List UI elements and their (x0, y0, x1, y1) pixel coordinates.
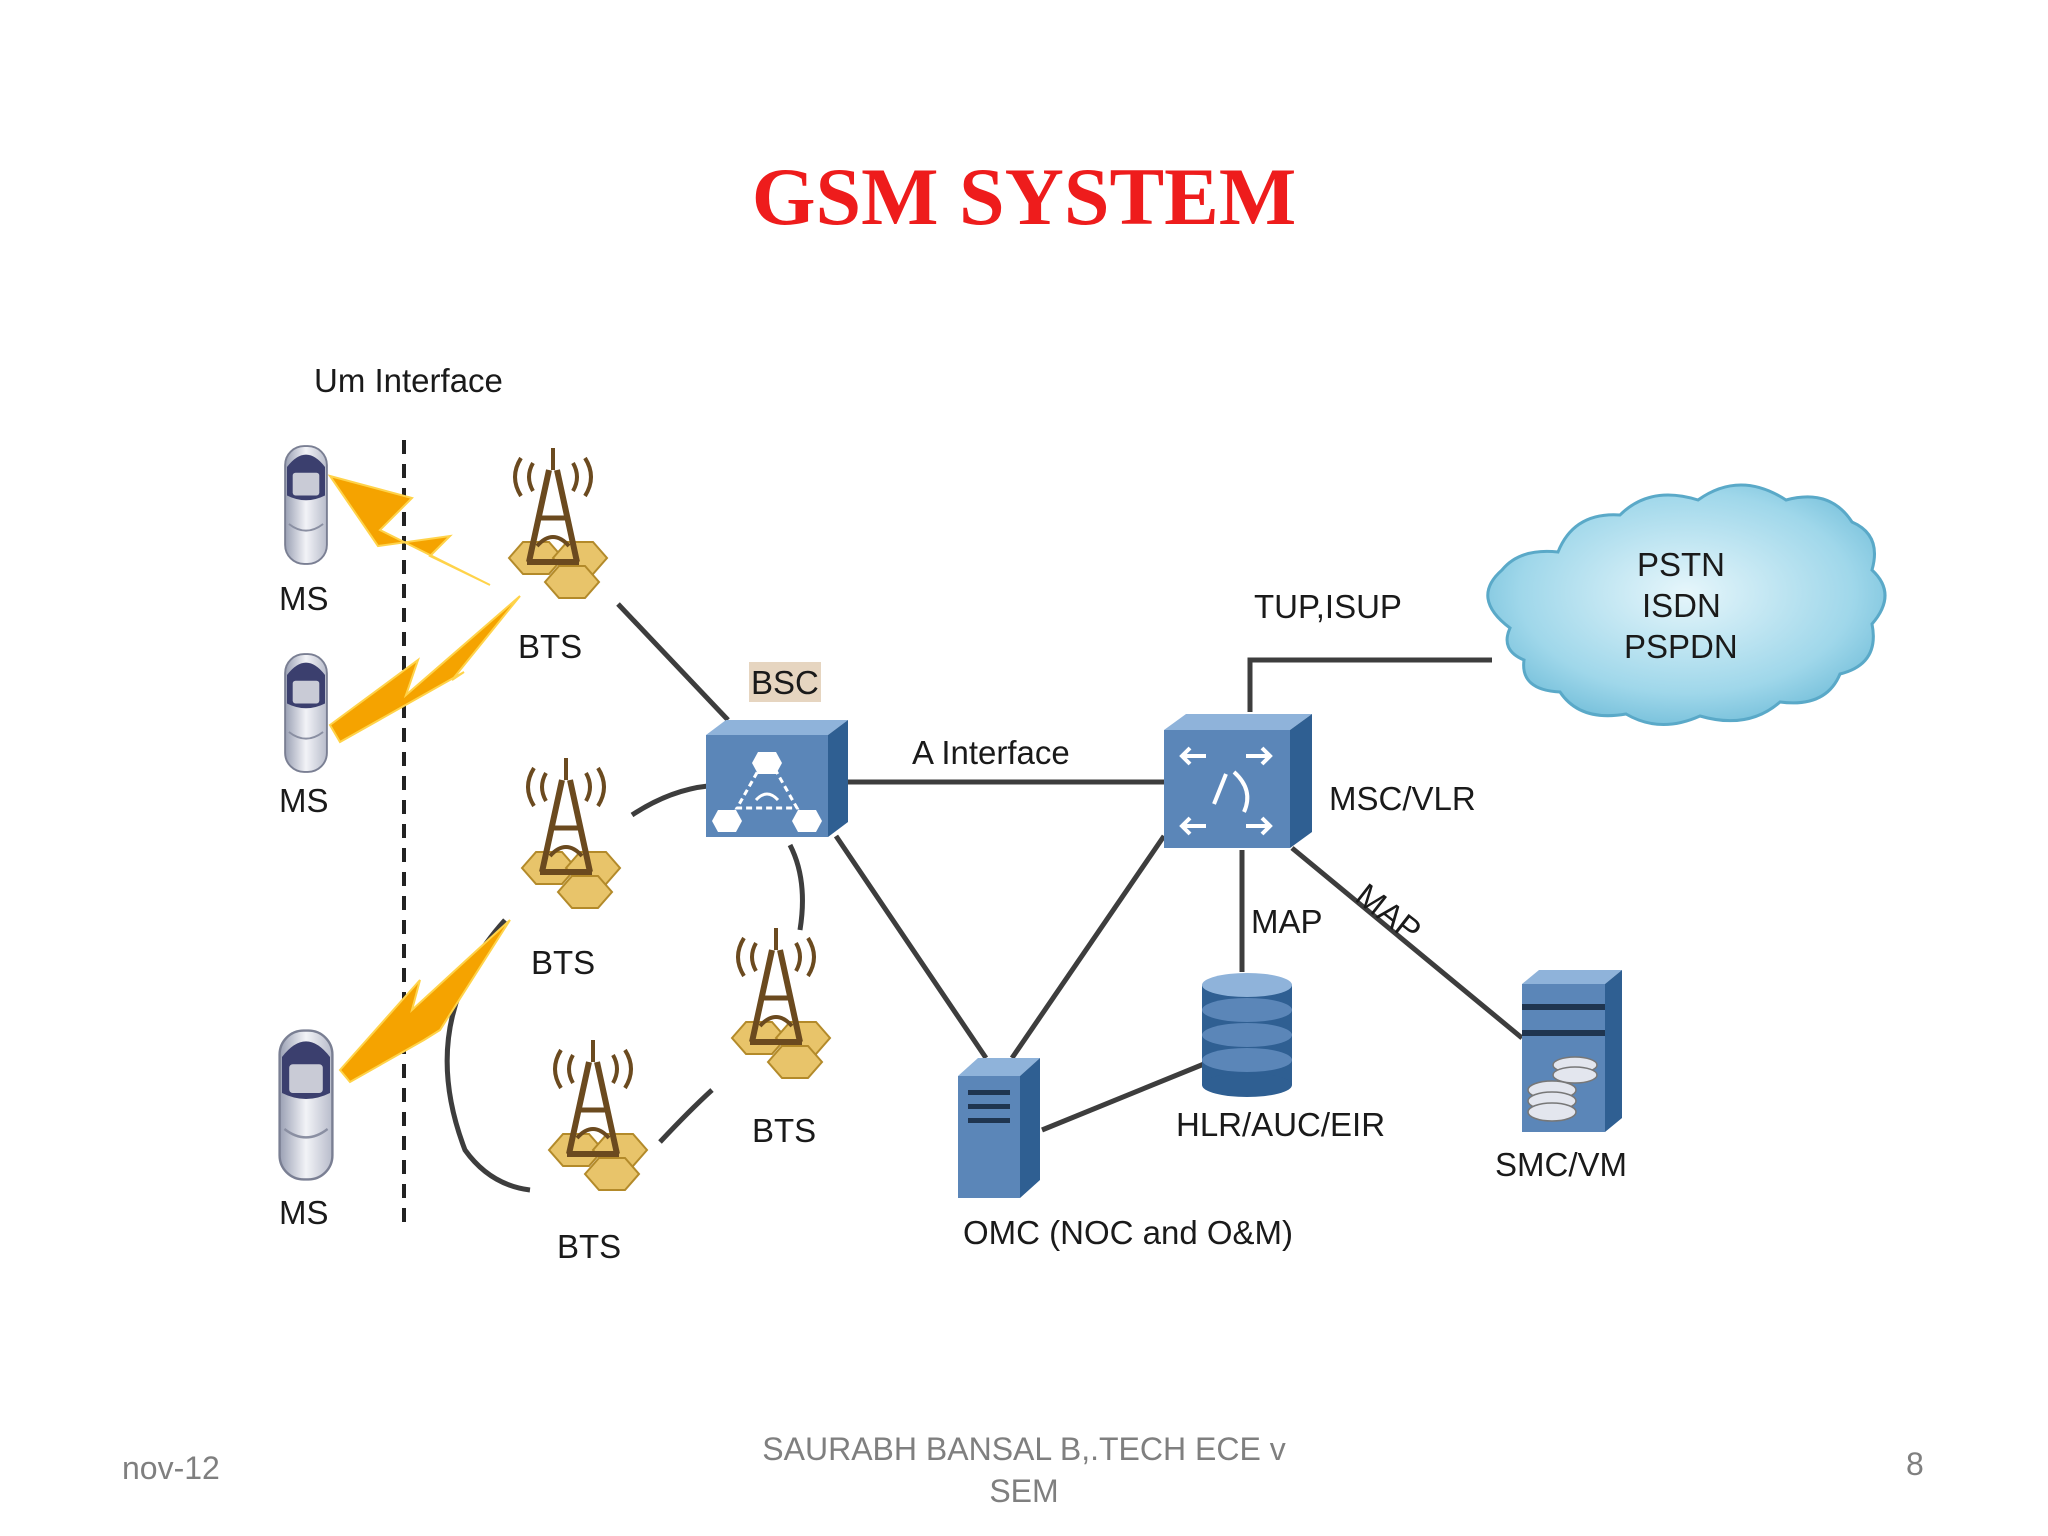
msc-vlr-label: MSC/VLR (1329, 780, 1476, 817)
map-label-vertical: MAP (1251, 903, 1323, 940)
omc-label: OMC (NOC and O&M) (963, 1214, 1294, 1251)
hlr-auc-eir-label: HLR/AUC/EIR (1176, 1106, 1386, 1143)
footer-date: nov-12 (122, 1450, 220, 1486)
page-number: 8 (1906, 1446, 1924, 1482)
cloud-pstn-label: PSTN (1637, 546, 1726, 583)
ms-label-1: MS (279, 580, 329, 617)
cloud-pspdn-label: PSPDN (1624, 628, 1738, 665)
bts-label-1: BTS (518, 628, 583, 665)
smc-vm-label: SMC/VM (1495, 1146, 1627, 1183)
cloud-isdn-label: ISDN (1642, 587, 1721, 624)
bts-label-4: BTS (557, 1228, 622, 1265)
footer-author-line2: SEM (989, 1473, 1059, 1509)
bsc-label: BSC (751, 664, 819, 701)
ms-label-2: MS (279, 782, 329, 819)
bts-label-2: BTS (531, 944, 596, 981)
bts-label-3: BTS (752, 1112, 817, 1149)
ms-label-3: MS (279, 1194, 329, 1231)
um-interface-label: Um Interface (314, 362, 503, 399)
footer-author: SAURABH BANSAL B,.TECH ECE v SEM (700, 1428, 1348, 1512)
footer-author-line1: SAURABH BANSAL B,.TECH ECE v (762, 1431, 1286, 1467)
slide-title: GSM SYSTEM (751, 151, 1297, 242)
tup-isup-label: TUP,ISUP (1254, 588, 1402, 625)
a-interface-label: A Interface (912, 734, 1070, 771)
